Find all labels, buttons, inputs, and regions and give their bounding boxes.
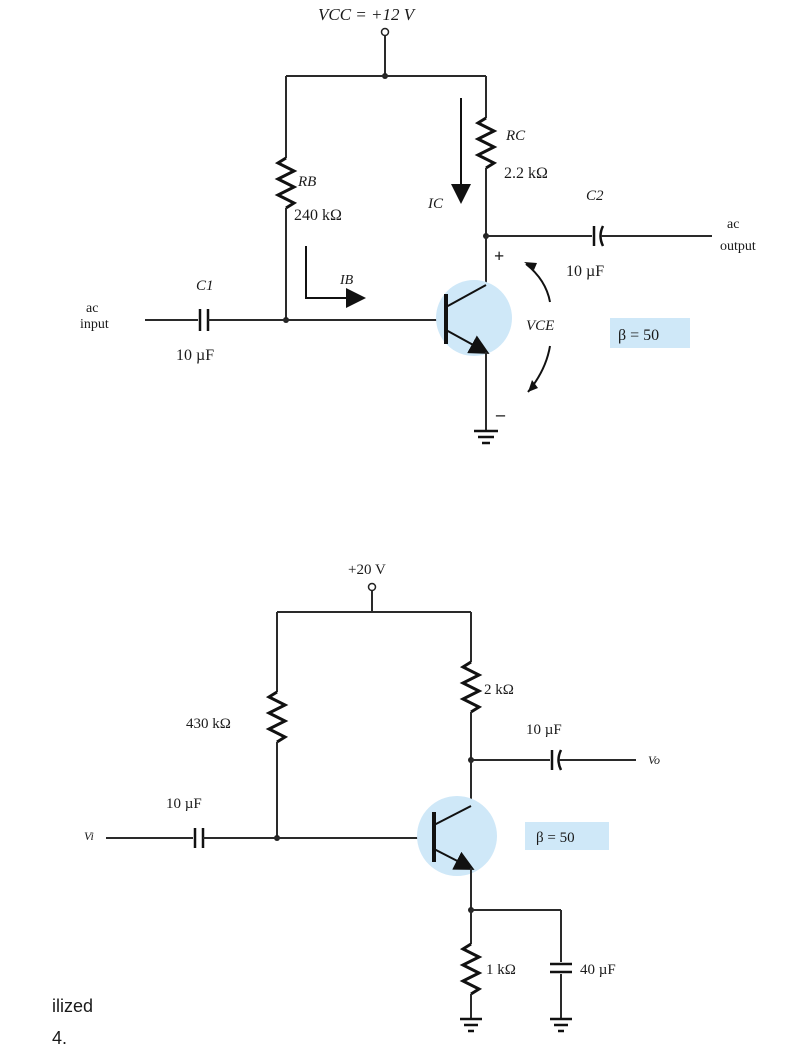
output-label-1: ac [727, 217, 739, 232]
ib-label: IB [339, 273, 354, 288]
vce-label: VCE [526, 318, 554, 334]
beta-label-1: β = 50 [618, 327, 659, 344]
input-label-1: ac [86, 301, 98, 316]
rc-value-label-2: 2 kΩ [484, 682, 514, 698]
beta-label-2: β = 50 [536, 830, 575, 846]
c2-value-label: 10 µF [566, 263, 604, 280]
transistor-q1 [436, 280, 512, 356]
ground-symbol-1 [474, 429, 498, 445]
rb-value-label-2: 430 kΩ [186, 716, 231, 732]
vce-arrow-top [525, 263, 551, 303]
vcc-terminal-2 [367, 582, 377, 592]
c1-value-label: 10 µF [176, 347, 214, 364]
resistor-rc [474, 116, 498, 170]
resistor-rb [274, 156, 298, 210]
vo-label: Vo [648, 753, 660, 767]
ce-value-label: 40 µF [580, 962, 616, 978]
caption-line-2: 4. [52, 1028, 67, 1048]
circuit-1: VCC = +12 V RB 240 kΩ RC 2.2 kΩ C2 10 µF… [80, 5, 756, 445]
beta-box-1 [610, 318, 690, 348]
vcc-label-2: +20 V [348, 562, 386, 578]
input-label-2: input [80, 317, 109, 332]
ground-symbol-3 [550, 1017, 572, 1033]
vce-plus-label: + [494, 246, 504, 266]
transistor-q2 [417, 796, 497, 876]
rc-name-label: RC [505, 128, 526, 144]
c2-name-label: C2 [586, 188, 604, 204]
caption-line-1: ilized [52, 996, 93, 1016]
output-label-2: output [720, 239, 756, 254]
resistor-re [459, 942, 483, 996]
vi-label: Vi [84, 829, 94, 843]
ib-arrow [305, 246, 366, 308]
rb-value-label: 240 kΩ [294, 207, 342, 224]
circuit-2: +20 V 430 kΩ 2 kΩ 1 kΩ 40 µF 10 µF 10 µF… [84, 562, 660, 1033]
vce-minus-label: – [495, 404, 506, 424]
re-value-label: 1 kΩ [486, 962, 516, 978]
beta-box-2 [525, 822, 609, 850]
cout-value-label: 10 µF [526, 722, 562, 738]
cin-value-label: 10 µF [166, 796, 202, 812]
ic-label: IC [427, 196, 444, 212]
c1-name-label: C1 [196, 278, 214, 294]
resistor-rc-2 [459, 660, 483, 714]
ground-symbol-2 [460, 1017, 482, 1033]
vcc-label-1: VCC = +12 V [318, 5, 417, 24]
vcc-terminal-1 [380, 27, 390, 37]
rb-name-label: RB [297, 174, 316, 190]
rc-value-label: 2.2 kΩ [504, 165, 548, 182]
resistor-rb-2 [265, 690, 289, 744]
